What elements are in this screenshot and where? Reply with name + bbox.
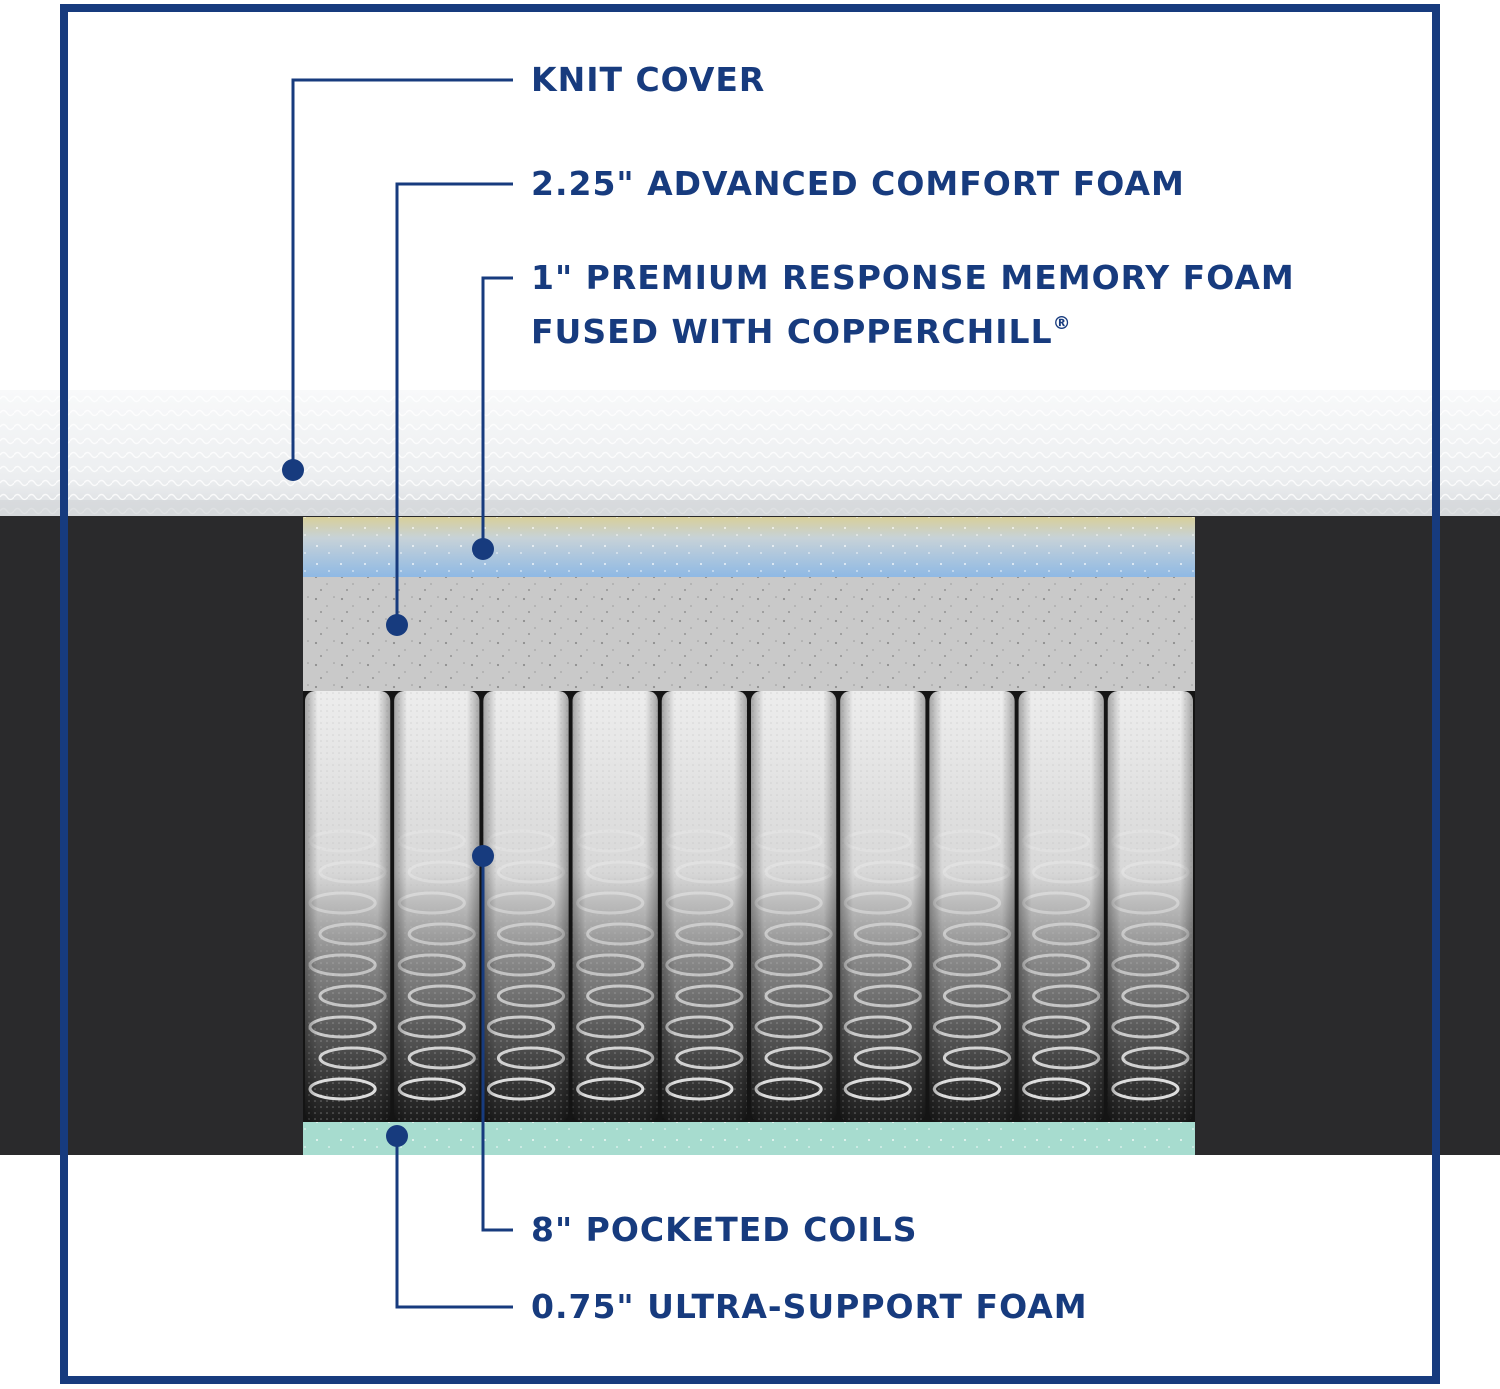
callout-text-pocketed-coils: 8" POCKETED COILS — [531, 1210, 918, 1249]
leader-line-memory-foam — [481, 276, 513, 549]
leader-line-ultra-support-foam — [395, 1136, 513, 1309]
coil-column — [751, 691, 837, 1122]
coil-column — [305, 691, 391, 1122]
callout-label-ultra-support-foam: 0.75" ULTRA-SUPPORT FOAM — [531, 1284, 1088, 1330]
registered-mark: ® — [1052, 313, 1072, 334]
callout-label-pocketed-coils: 8" POCKETED COILS — [531, 1207, 918, 1253]
coil-column — [840, 691, 926, 1122]
marker-dot-advanced-comfort-foam — [386, 614, 408, 636]
diagram-frame — [60, 4, 1440, 1384]
callout-text-memory-foam-line-1: 1" PREMIUM RESPONSE MEMORY FOAM — [531, 258, 1295, 297]
coil-column — [483, 691, 569, 1122]
marker-dot-ultra-support-foam — [386, 1125, 408, 1147]
coil-column — [1018, 691, 1104, 1122]
coil-column — [572, 691, 658, 1122]
callout-text-ultra-support-foam: 0.75" ULTRA-SUPPORT FOAM — [531, 1287, 1088, 1326]
coil-column — [661, 691, 747, 1122]
leader-line-knit-cover — [291, 78, 513, 470]
marker-dot-knit-cover — [282, 459, 304, 481]
marker-dot-pocketed-coils — [472, 845, 494, 867]
callout-text-memory-foam-line-2: FUSED WITH COPPERCHILL — [531, 312, 1053, 351]
callout-label-advanced-comfort-foam: 2.25" ADVANCED COMFORT FOAM — [531, 161, 1185, 207]
leader-line-advanced-comfort-foam — [395, 182, 513, 625]
coil-column — [929, 691, 1015, 1122]
callout-label-memory-foam: 1" PREMIUM RESPONSE MEMORY FOAM FUSED WI… — [531, 255, 1295, 355]
callout-label-knit-cover: KNIT COVER — [531, 57, 765, 103]
callout-text-knit-cover: KNIT COVER — [531, 60, 766, 99]
leader-line-pocketed-coils — [481, 856, 513, 1232]
coil-column — [394, 691, 480, 1122]
callout-text-advanced-comfort-foam: 2.25" ADVANCED COMFORT FOAM — [531, 164, 1185, 203]
marker-dot-memory-foam — [472, 538, 494, 560]
coil-column — [1107, 691, 1193, 1122]
